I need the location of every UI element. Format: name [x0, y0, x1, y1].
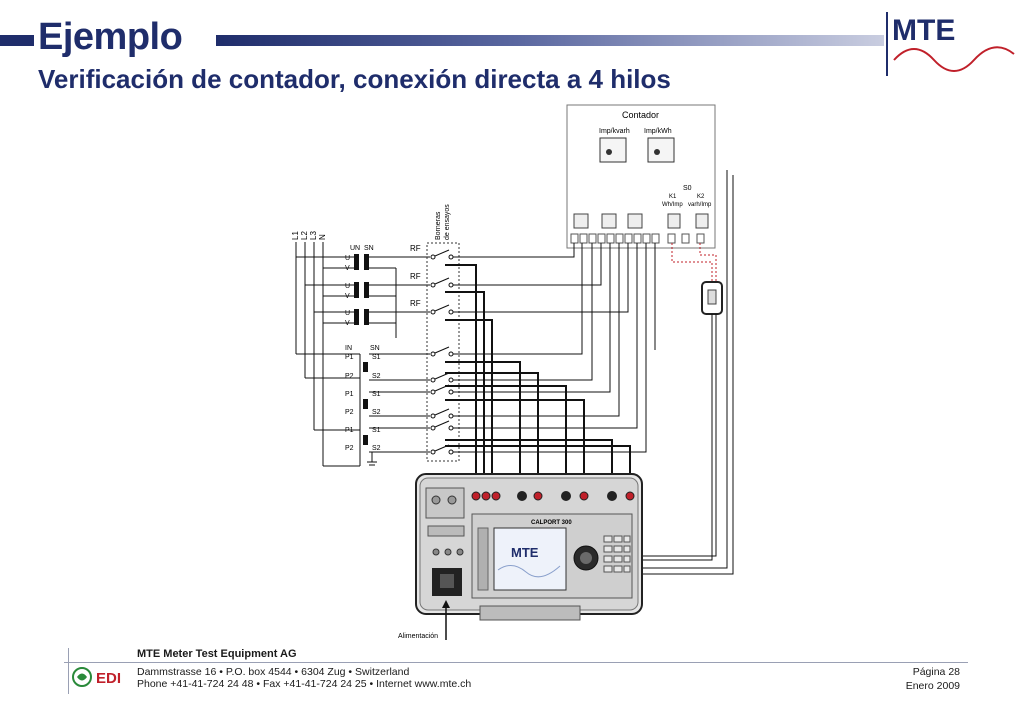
footer-divider-vertical [68, 648, 69, 694]
s2-label-2: S2 [372, 409, 381, 416]
power-arrow: Alimentación [398, 600, 450, 640]
u-label-3: U [345, 310, 350, 317]
p2-label-1: P2 [345, 373, 354, 380]
test-terminal-block: Borneras de ensayos [426, 204, 460, 462]
rf-label-3: RF [410, 299, 421, 308]
phase-l3: L3 [309, 231, 318, 240]
footer-contact: Phone +41-41-724 24 48 • Fax +41-41-724 … [137, 678, 472, 690]
u-label-2: U [345, 283, 350, 290]
device-brand: MTE [511, 545, 539, 560]
footer-page-number: Página 28 [912, 666, 960, 678]
rf-label-2: RF [410, 272, 421, 281]
phase-n: N [318, 234, 327, 240]
sn-u-label: SN [364, 245, 374, 252]
phase-l2: L2 [300, 231, 309, 240]
title-bar-right [216, 35, 884, 46]
s1-label-2: S1 [372, 391, 381, 398]
u-label-1: U [345, 255, 350, 262]
meter-label: Contador [622, 110, 659, 120]
footer-company: MTE Meter Test Equipment AG [137, 648, 297, 660]
meter-box: Contador Imp/kvarh Imp/kWh S0 K1 K2 Wh/I… [566, 104, 716, 249]
footer-date: Enero 2009 [905, 680, 960, 692]
mte-logo: MTE [886, 12, 1015, 76]
power-label: Alimentación [398, 633, 438, 640]
logo-text: MTE [892, 14, 955, 47]
p1-label-2: P1 [345, 391, 354, 398]
bornera-label: Borneras [435, 211, 442, 240]
s1-label-1: S1 [372, 354, 381, 361]
title-bar-left [0, 35, 34, 46]
varh-imp-label: varh/Imp [688, 202, 712, 208]
imp-kvarh-label: Imp/kvarh [599, 128, 630, 135]
device-model: CALPORT 300 [531, 520, 572, 526]
k1-label: K1 [669, 194, 677, 200]
rf-labels: RF RF RF [410, 244, 421, 308]
s1-label-3: S1 [372, 427, 381, 434]
s2-label-3: S2 [372, 445, 381, 452]
s2-label-1: S2 [372, 373, 381, 380]
rf-label-1: RF [410, 244, 421, 253]
p2-label-2: P2 [345, 409, 354, 416]
s0-label: S0 [683, 185, 692, 192]
bornera-label-2: de ensayos [444, 204, 451, 240]
edi-logo-text: EDI [96, 670, 121, 687]
page-title: Ejemplo [38, 16, 183, 58]
un-label: UN [350, 245, 360, 252]
phase-labels: L1 L2 L3 N [291, 231, 327, 240]
p2-label-3: P2 [345, 445, 354, 452]
imp-kwh-label: Imp/kWh [644, 128, 672, 135]
p1-label-1: P1 [345, 354, 354, 361]
calport-device: CALPORT 300 MTE [415, 473, 643, 621]
page-subtitle: Verificación de contador, conexión direc… [38, 64, 671, 94]
wh-imp-label: Wh/Imp [662, 202, 683, 208]
k2-label: K2 [697, 194, 705, 200]
footer-address: Dammstrasse 16 • P.O. box 4544 • 6304 Zu… [137, 666, 410, 678]
footer-divider [64, 662, 968, 663]
current-transformers: IN SN P1 P2 S1 S2 P1 P2 S1 S2 P1 P2 S1 S… [345, 345, 381, 452]
in-label: IN [345, 345, 352, 352]
phase-l1: L1 [291, 231, 300, 240]
footer-logos: EDI [72, 667, 121, 687]
sn-i-label: SN [370, 345, 380, 352]
